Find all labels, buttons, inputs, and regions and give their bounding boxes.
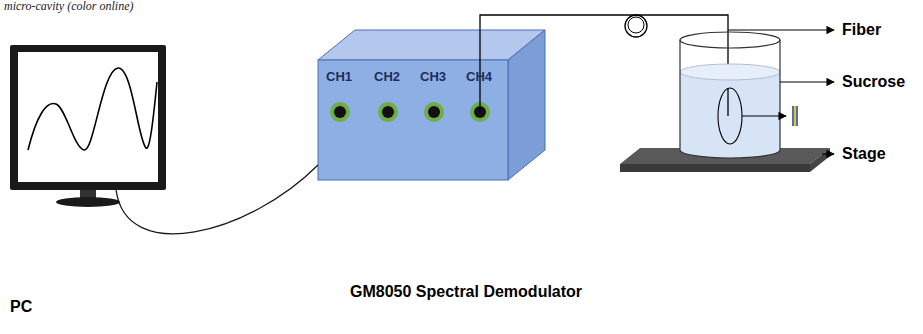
- sucrose-liquid: [680, 72, 780, 158]
- sensor-oval: [718, 88, 742, 144]
- box-front: [318, 60, 508, 180]
- device-label: GM8050 Spectral Demodulator: [350, 283, 582, 301]
- stage-side: [810, 148, 830, 172]
- beaker-wall: [680, 40, 780, 158]
- fiber-coil: [625, 15, 647, 37]
- box-side: [508, 30, 545, 180]
- spectrum-curve: [28, 68, 157, 150]
- monitor-frame: [10, 45, 166, 190]
- part-label: Stage: [842, 145, 886, 163]
- demodulator-box: CH1CH2CH3CH4GM8050 Spectral Demodulator: [318, 30, 545, 180]
- cavity-icon: [792, 106, 798, 126]
- liquid-surface: [680, 64, 780, 80]
- optical-fiber: [727, 88, 728, 116]
- channel-label: CH4: [466, 70, 492, 85]
- leader-arrow: [742, 115, 786, 116]
- part-label: Fiber: [842, 21, 881, 39]
- caption-fragment: micro-cavity (color online): [4, 0, 134, 14]
- monitor-neck: [80, 190, 96, 198]
- channel-ports: [330, 102, 490, 122]
- monitor-base: [56, 197, 120, 207]
- leader-arrow: [822, 153, 834, 154]
- stage-front: [620, 164, 810, 172]
- beaker-rim: [680, 32, 780, 48]
- channel-label: CH1: [326, 70, 352, 85]
- monitor-screen: [18, 52, 158, 182]
- cavity-icon: [794, 106, 796, 126]
- leader-arrow: [728, 29, 834, 30]
- box-top: [318, 30, 545, 60]
- device-label: PC: [10, 298, 32, 316]
- leader-arrow: [780, 81, 834, 82]
- part-label: Sucrose: [842, 73, 905, 91]
- fiber-coil: [628, 17, 644, 33]
- channel-label: CH3: [420, 70, 446, 85]
- cable-connector: [116, 165, 318, 234]
- channel-label: CH2: [374, 70, 400, 85]
- monitor-node: PC: [10, 45, 166, 190]
